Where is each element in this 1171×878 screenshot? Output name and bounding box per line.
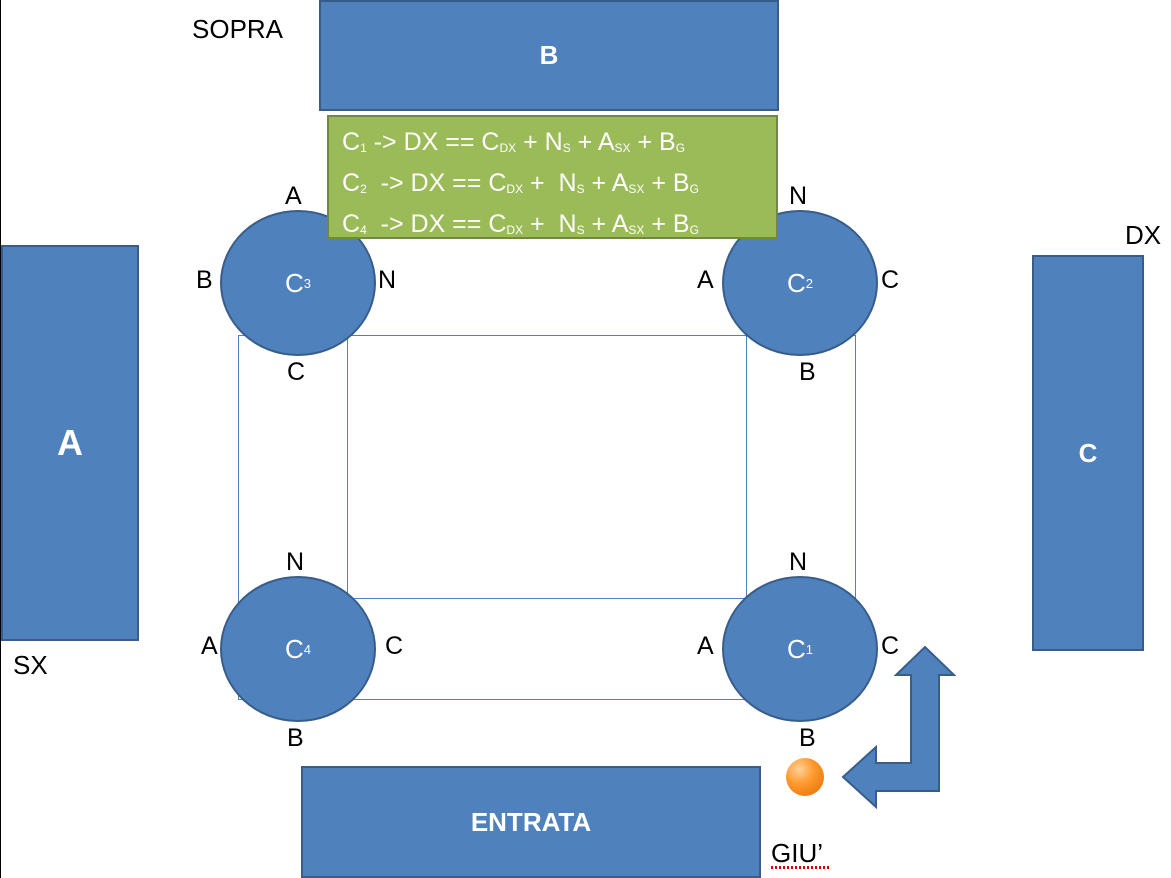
formula-subscript: DX (499, 141, 517, 155)
formula-token: + (516, 128, 545, 156)
label-dx: DX (1125, 220, 1162, 250)
formula-token: + (644, 169, 673, 197)
formula-token: A (597, 128, 615, 156)
orange-dot-icon (786, 758, 824, 796)
node-c4-sub: 4 (303, 641, 311, 657)
node-c4-right-label: C (385, 632, 404, 660)
formula-subscript: G (689, 182, 699, 196)
formula-token: C (481, 128, 500, 156)
bent-arrow-icon (841, 645, 957, 810)
node-c3-sub: 3 (303, 275, 311, 291)
box-entrata: ENTRATA (301, 766, 761, 878)
box-a-left: A (1, 245, 139, 641)
formula-token: B (672, 169, 690, 197)
box-c-label: C (1078, 437, 1098, 468)
node-c2-bottom-label: B (799, 358, 816, 386)
label-sopra: SOPRA (192, 14, 284, 44)
box-c-right: C (1032, 255, 1144, 651)
node-c3-top-label: A (285, 182, 302, 210)
formula-token: -> DX == (366, 169, 489, 197)
node-c3-right-label: N (378, 266, 397, 294)
formula-token: + (644, 210, 673, 238)
node-c4-left-label: A (201, 632, 218, 660)
formula-token: -> DX == (366, 128, 482, 156)
formula-token: B (672, 210, 690, 238)
formula-subscript: G (689, 223, 699, 237)
node-c2-sub: 2 (805, 275, 813, 291)
inner-track (347, 335, 747, 599)
formula-line-3: C4 -> DX == CDX + NS + ASX + BG (342, 207, 776, 248)
formula-subscript: SX (628, 223, 645, 237)
node-c1-name: C (786, 633, 806, 664)
node-c4-bottom-label: B (287, 724, 304, 752)
formula-line-2: C2 -> DX == CDX + NS + ASX + BG (342, 166, 776, 207)
formula-token: + (584, 169, 612, 197)
box-b-label: B (539, 40, 559, 70)
formula-token: N (558, 169, 577, 197)
formula-token: C (342, 169, 361, 197)
label-sx: SX (13, 650, 48, 680)
formula-subscript: S (576, 182, 585, 196)
formula-line-1: C1 -> DX == CDX + NS + ASX + BG (342, 125, 776, 166)
formula-subscript: G (675, 141, 686, 155)
formula-subscript: 2 (360, 182, 367, 196)
node-c2-left-label: A (697, 266, 714, 294)
node-c1-bottom-label: B (799, 724, 816, 752)
node-c3-name: C (284, 267, 304, 298)
box-b-top: B (319, 0, 779, 111)
formula-token: A (611, 210, 629, 238)
formula-token: + (570, 128, 598, 156)
node-c3-left-label: B (196, 266, 213, 294)
node-c1-sub: 1 (805, 641, 813, 657)
node-c2-right-label: C (881, 266, 900, 294)
formula-subscript: SX (614, 141, 631, 155)
node-c2-name: C (786, 267, 806, 298)
label-giu: GIU’ (771, 838, 823, 868)
formula-subscript: 4 (360, 223, 367, 237)
formula-token: -> DX == (366, 210, 489, 238)
formula-token: B (659, 128, 676, 156)
formula-token: C (488, 210, 507, 238)
formula-box: C1 -> DX == CDX + NS + ASX + BG C2 -> DX… (327, 115, 778, 239)
page-edge-line (0, 0, 1, 878)
formula-token: + (523, 169, 559, 197)
formula-token: C (488, 169, 507, 197)
formula-subscript: DX (506, 223, 524, 237)
box-entrata-label: ENTRATA (470, 806, 592, 837)
node-c2-top-label: N (789, 182, 808, 210)
formula-token: N (544, 128, 563, 156)
formula-token: A (611, 169, 629, 197)
formula-subscript: DX (506, 182, 524, 196)
formula-token: C (342, 128, 361, 156)
formula-subscript: 1 (360, 141, 367, 155)
node-c3-bottom-label: C (287, 358, 306, 386)
formula-subscript: SX (628, 182, 645, 196)
formula-token: + (523, 210, 559, 238)
node-c4-name: C (284, 633, 304, 664)
formula-token: + (630, 128, 660, 156)
spellcheck-underline (771, 866, 831, 869)
formula-token: N (558, 210, 577, 238)
formula-token: C (342, 210, 361, 238)
node-c4-top-label: N (286, 548, 305, 576)
node-c1-top-label: N (789, 548, 808, 576)
formula-subscript: S (576, 223, 585, 237)
node-c1-left-label: A (697, 632, 714, 660)
formula-token: + (584, 210, 612, 238)
box-a-label: A (57, 422, 83, 463)
node-c1-right-label: C (881, 632, 900, 660)
formula-subscript: S (562, 141, 571, 155)
